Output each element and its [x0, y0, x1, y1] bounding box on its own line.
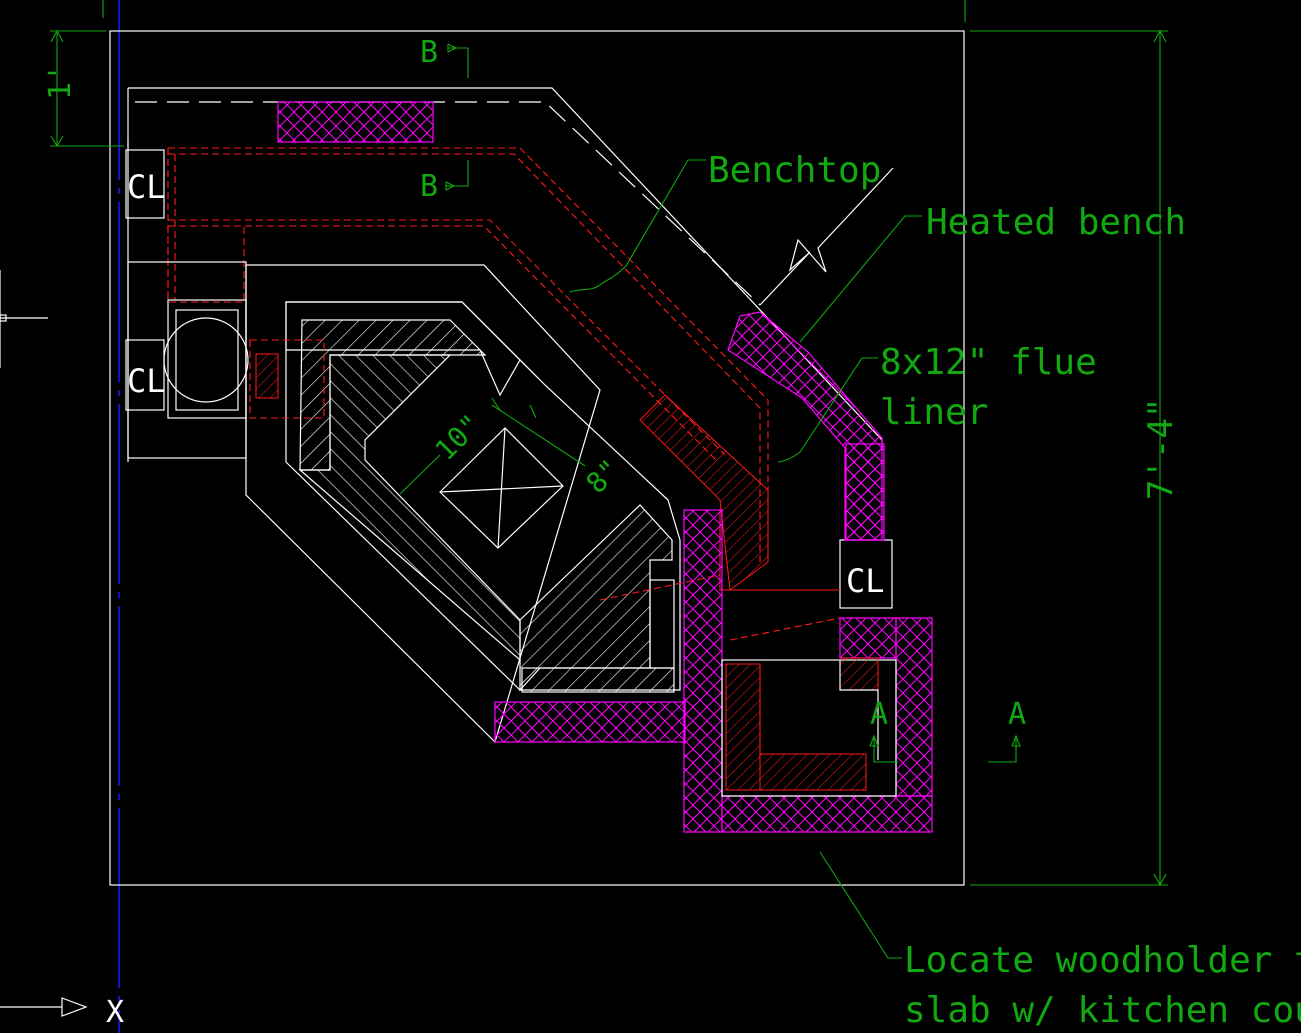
round-flue: [163, 317, 249, 403]
heated-bench-leader: [799, 215, 922, 343]
svg-text:CL: CL: [127, 362, 166, 400]
section-a-left: A: [870, 697, 888, 732]
woodholder-wall-bottom: [721, 795, 933, 833]
woodholder-label-2: slab w/ kitchen counter: [904, 990, 1301, 1031]
woodholder-label: Locate woodholder to align: [904, 940, 1301, 981]
woodholder-wall-left: [683, 509, 723, 833]
woodholder-leader: [819, 851, 902, 959]
bench-hidden-line: [168, 147, 769, 562]
front-bench-block: [494, 701, 686, 743]
benchtop-leader: [625, 159, 706, 267]
cl-box-2: [125, 339, 165, 411]
benchtop-label: Benchtop: [708, 150, 881, 191]
dim-overall: 7'-4": [1141, 398, 1181, 500]
cl-box-1: [125, 149, 165, 219]
bench-outline: [128, 87, 883, 450]
woodholder-wall-right: [895, 617, 933, 797]
dim-one-foot: 1': [43, 64, 78, 100]
dim-eight: 8": [580, 453, 627, 500]
svg-text:CL: CL: [846, 562, 885, 600]
section-a-right: A: [1008, 697, 1026, 732]
flue-liner-label-2: liner: [880, 392, 988, 433]
woodholder-inner: [721, 659, 897, 797]
chimney-break-line: [759, 167, 894, 306]
section-b-bottom: B: [420, 169, 438, 204]
flue-liner: [639, 394, 769, 591]
flue-liner-leader: [799, 357, 878, 453]
slab-outline: [109, 30, 965, 886]
bench-block-top: [277, 101, 434, 143]
heated-bench-label: Heated bench: [926, 202, 1186, 243]
svg-text:CL: CL: [127, 168, 166, 206]
axis-x-label: X: [106, 995, 124, 1030]
section-b-top: B: [420, 35, 438, 70]
cleanout-box-left: [127, 261, 247, 459]
flue-liner-label: 8x12" flue: [880, 342, 1097, 383]
